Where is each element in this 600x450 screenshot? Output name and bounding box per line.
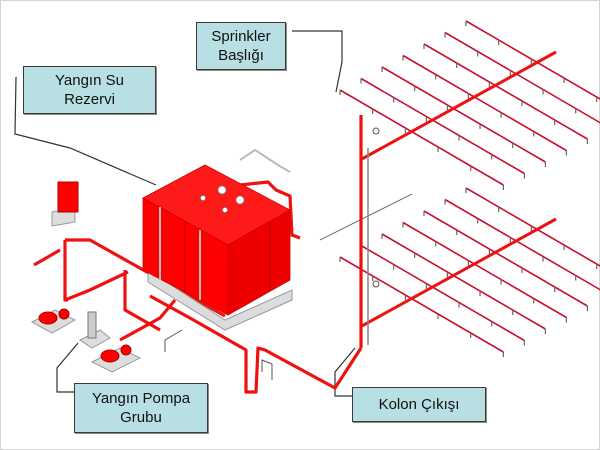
- cross-main: [359, 50, 557, 162]
- leader-lines: [14, 30, 356, 397]
- leader-sprinkler: [292, 30, 343, 93]
- label-line: Kolon Çıkışı: [378, 396, 460, 413]
- sprinkler-grid-upper: [339, 20, 600, 190]
- control-panel: [51, 181, 79, 227]
- branch-line: [360, 77, 525, 175]
- branch-line: [423, 43, 588, 140]
- label-line: Rezervi: [64, 91, 115, 108]
- branch-line: [444, 198, 600, 291]
- valve-stations: [164, 127, 380, 380]
- pump-header-pipe: [63, 240, 68, 302]
- pump-impeller: [58, 308, 70, 320]
- branch-line: [444, 31, 600, 124]
- test-valve: [261, 359, 273, 380]
- tank-base: [147, 269, 293, 331]
- pump-motor: [100, 349, 120, 363]
- tank-front-right: [227, 209, 291, 316]
- branch-line: [465, 187, 600, 267]
- level-gauges: [159, 148, 291, 300]
- water-tank-group: [142, 164, 291, 316]
- tank-manhole: [235, 195, 245, 205]
- tank-vent: [222, 207, 228, 213]
- label-riser-outlet: Kolon Çıkışı: [352, 387, 486, 422]
- main-supply-pipe: [149, 294, 363, 394]
- leader-kolon: [334, 347, 356, 397]
- label-pump-group: Yangın Pompa Grubu: [74, 383, 208, 433]
- jockey-pump: [87, 311, 97, 339]
- branch-line: [381, 66, 546, 163]
- pressure-gauge: [372, 280, 380, 288]
- branch-line: [402, 221, 567, 319]
- cross-main: [359, 217, 557, 329]
- label-water-reserve: Yangın Su Rezervi: [23, 66, 156, 114]
- leader-pump: [56, 342, 79, 393]
- pump-group: [30, 308, 142, 373]
- tank-top-pipe: [239, 180, 301, 240]
- label-line: Sprinkler: [211, 28, 271, 45]
- branch-line: [360, 244, 525, 342]
- leader-reserve: [14, 76, 157, 186]
- label-line: Yangın Pompa: [91, 390, 191, 407]
- label-line: Grubu: [120, 409, 162, 426]
- pump-motor: [38, 311, 58, 325]
- suction-pipe-b: [119, 298, 177, 342]
- floor-line: [319, 193, 413, 241]
- branch-line: [402, 54, 567, 152]
- pressure-gauge: [372, 127, 380, 135]
- overflow-pipe: [239, 148, 291, 173]
- label-line: Başlığı: [218, 47, 264, 64]
- branch-line: [381, 233, 546, 330]
- suction-pipe-a: [64, 270, 129, 302]
- sprinkler-grid-lower: [339, 187, 600, 357]
- branch-line: [423, 210, 588, 307]
- branch-line: [339, 256, 504, 353]
- tank-vent: [200, 195, 206, 201]
- branch-line: [465, 20, 600, 100]
- label-sprinkler-head: Sprinkler Başlığı: [196, 22, 286, 70]
- branch-line: [339, 89, 504, 186]
- tank-manhole: [217, 185, 227, 195]
- drain-valve: [164, 329, 183, 352]
- tank-link-pipe: [33, 248, 61, 267]
- tank-bases: [147, 269, 293, 331]
- pump-impeller: [120, 344, 132, 356]
- label-line: Yangın Su: [55, 72, 124, 89]
